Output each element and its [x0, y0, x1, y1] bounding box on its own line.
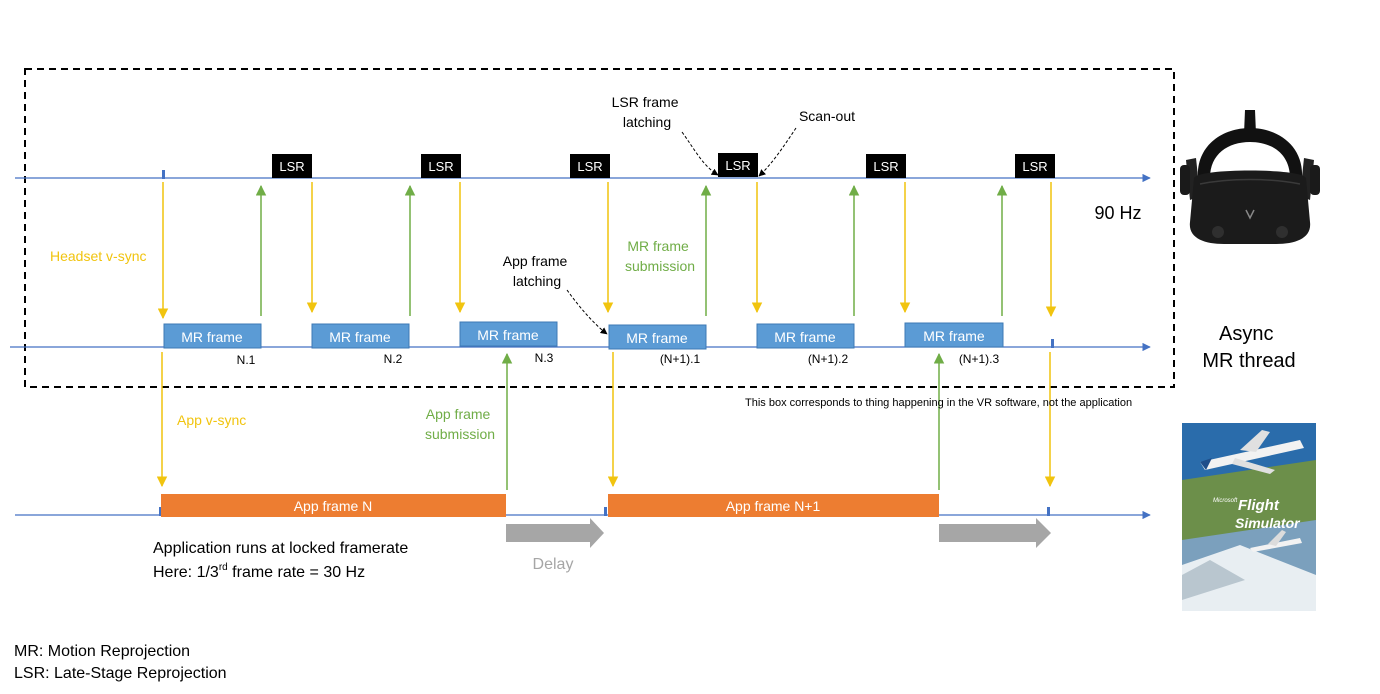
async-mr-thread-label: Async MR thread: [1202, 323, 1295, 372]
timeline-tick: [1047, 507, 1050, 516]
mr-frame-label: MR frame: [181, 329, 243, 345]
mr-frame-label: MR frame: [774, 329, 836, 345]
lsr-latching-pointer: [681, 131, 719, 176]
app-frame-latching-label: App frame latching: [503, 253, 571, 289]
mr-frame-index: (N+1).1: [660, 352, 701, 366]
mr-frame-label: MR frame: [477, 327, 539, 343]
app-frame-label: App frame N+1: [726, 498, 821, 514]
legend-mr: MR: Motion Reprojection: [14, 643, 190, 660]
vr-box-note: This box corresponds to thing happening …: [745, 397, 1132, 409]
lsr-box: LSR: [272, 154, 312, 178]
vr-headset-icon: [1180, 110, 1320, 244]
legend-lsr: LSR: Late-Stage Reprojection: [14, 665, 227, 682]
vr-software-box: [24, 68, 1175, 388]
timeline-tick: [604, 507, 607, 516]
timeline-tick: [1051, 339, 1054, 348]
lsr-box-label: LSR: [725, 158, 750, 173]
lsr-box: LSR: [1015, 154, 1055, 178]
mr-frame-label: MR frame: [329, 329, 391, 345]
delay-arrow: [939, 518, 1051, 548]
app-vsync-label: App v-sync: [177, 412, 246, 428]
mr-frame: MR frame: [608, 324, 707, 350]
app-latching-pointer: [566, 289, 608, 335]
lsr-box-label: LSR: [873, 159, 898, 174]
app-frame: App frame N+1: [608, 494, 939, 517]
mr-frame-index: N.3: [535, 351, 554, 365]
flight-simulator-cover: Microsoft Flight Simulator: [1182, 423, 1316, 611]
headset-vsync-label: Headset v-sync: [50, 248, 146, 264]
app-frame: App frame N: [161, 494, 506, 517]
cover-title-line2: Simulator: [1235, 515, 1301, 531]
mr-frame: MR frame: [311, 323, 410, 349]
mr-frame-label: MR frame: [923, 328, 985, 344]
mr-frame: MR frame: [163, 323, 262, 349]
delay-arrow: [506, 518, 604, 548]
app-rate-label: Here: 1/3rd frame rate = 30 Hz: [153, 562, 365, 581]
mr-frame-index: N.1: [237, 353, 256, 367]
app-frame-submission-label: App frame submission: [425, 406, 495, 442]
lsr-box: LSR: [421, 154, 461, 178]
mr-frame: MR frame: [459, 321, 558, 347]
mr-frame-label: MR frame: [626, 330, 688, 346]
mr-frame: MR frame: [756, 323, 855, 349]
lsr-box-label: LSR: [577, 159, 602, 174]
mr-frame-index: (N+1).3: [959, 352, 1000, 366]
cover-title-line1: Flight: [1238, 497, 1280, 514]
mr-frame: MR frame: [904, 322, 1004, 348]
app-frame-label: App frame N: [294, 498, 373, 514]
lsr-box-label: LSR: [428, 159, 453, 174]
scan-out-label: Scan-out: [799, 108, 855, 124]
lsr-box: LSR: [570, 154, 610, 178]
mr-frame-submission-label: MR frame submission: [625, 238, 695, 274]
delay-label: Delay: [533, 556, 574, 573]
lsr-box-label: LSR: [1022, 159, 1047, 174]
lsr-box-label: LSR: [279, 159, 304, 174]
lsr-box: LSR: [718, 153, 758, 177]
timeline-tick: [162, 170, 165, 179]
timeline-tick: [159, 507, 162, 516]
lsr-frame-latching-label: LSR frame latching: [612, 94, 683, 130]
hz90-label: 90 Hz: [1094, 203, 1141, 223]
mr-frame-index: (N+1).2: [808, 352, 849, 366]
app-locked-label: Application runs at locked framerate: [153, 540, 408, 557]
mr-frame-index: N.2: [384, 352, 403, 366]
lsr-box: LSR: [866, 154, 906, 178]
scan-out-pointer: [758, 127, 797, 177]
cover-brand: Microsoft: [1213, 498, 1238, 504]
